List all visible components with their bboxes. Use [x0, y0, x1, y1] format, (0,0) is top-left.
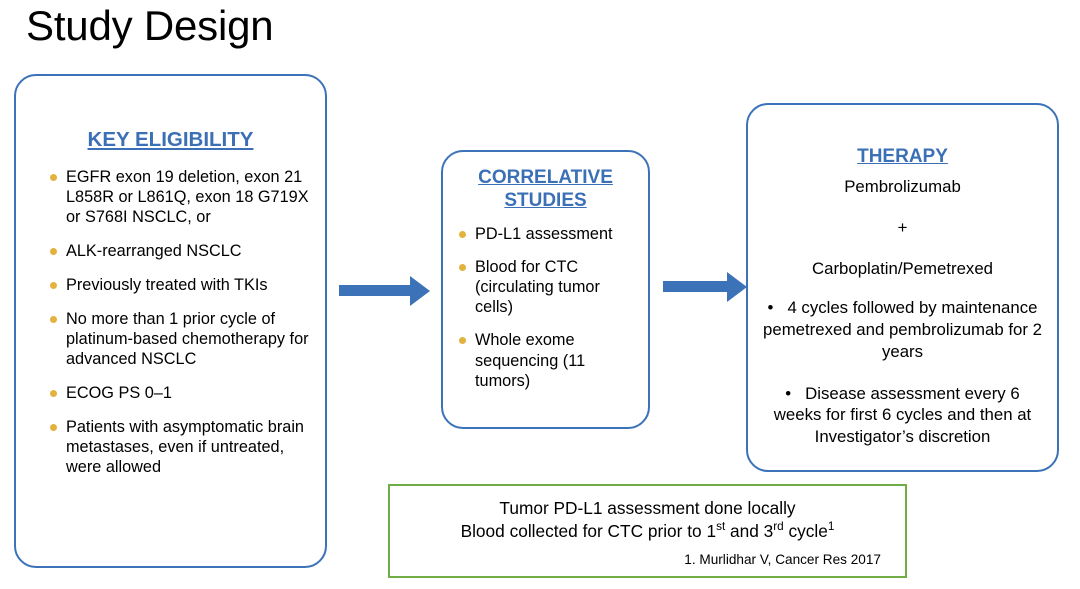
note-text-b: and 3 [725, 520, 774, 541]
therapy-heading: THERAPY [857, 146, 948, 167]
correlative-studies-heading: CORRELATIVE STUDIES [478, 167, 613, 212]
correlative-studies-list: PD-L1 assessment Blood for CTC (circulat… [443, 224, 648, 390]
therapy-detail-cycles-text: 4 cycles followed by maintenance pemetre… [763, 298, 1042, 361]
note-sup-c: 1 [827, 520, 835, 534]
list-item: No more than 1 prior cycle of platinum-b… [50, 309, 315, 369]
list-item: ECOG PS 0–1 [50, 383, 315, 403]
note-sup-b: rd [773, 520, 784, 534]
list-item: ALK-rearranged NSCLC [50, 241, 315, 261]
arrow-head [727, 271, 747, 302]
key-eligibility-list: EGFR exon 19 deletion, exon 21 L858R or … [16, 167, 325, 477]
note-box: Tumor PD-L1 assessment done locally Bloo… [388, 484, 907, 578]
therapy-detail-assessment: • Disease assessment every 6 weeks for f… [748, 383, 1057, 448]
list-item: Previously treated with TKIs [50, 275, 315, 295]
arrow-shaft [339, 285, 412, 296]
therapy-detail-cycles: • 4 cycles followed by maintenance pemet… [748, 297, 1057, 362]
bullet-marker: • [785, 383, 792, 403]
key-eligibility-box: KEY ELIGIBILITY EGFR exon 19 deletion, e… [14, 74, 327, 568]
list-item: Blood for CTC (circulating tumor cells) [459, 257, 642, 317]
therapy-plus-symbol: + [897, 218, 908, 238]
arrow-head [410, 275, 430, 306]
list-item: Whole exome sequencing (11 tumors) [459, 330, 642, 390]
key-eligibility-heading: KEY ELIGIBILITY [87, 128, 254, 151]
note-text-a: Blood collected for CTC prior to 1 [460, 520, 717, 541]
arrow-shaft [663, 281, 729, 292]
therapy-drug-primary: Pembrolizumab [844, 177, 961, 197]
list-item: Patients with asymptomatic brain metasta… [50, 417, 315, 477]
therapy-detail-assessment-text: Disease assessment every 6 weeks for fir… [773, 383, 1032, 447]
bullet-marker: • [767, 298, 774, 318]
note-text-c: cycle [783, 520, 828, 541]
page-title: Study Design [26, 2, 274, 49]
list-item: PD-L1 assessment [459, 224, 642, 244]
list-item: EGFR exon 19 deletion, exon 21 L858R or … [50, 167, 315, 227]
note-reference: 1. Murlidhar V, Cancer Res 2017 [684, 551, 881, 567]
note-line-secondary: Blood collected for CTC prior to 1st and… [390, 520, 905, 543]
note-sup-a: st [716, 520, 726, 534]
note-line-primary: Tumor PD-L1 assessment done locally [499, 498, 796, 518]
correlative-studies-box: CORRELATIVE STUDIES PD-L1 assessment Blo… [441, 150, 650, 429]
therapy-box: THERAPY Pembrolizumab + Carboplatin/Peme… [746, 103, 1059, 472]
therapy-drug-combination: Carboplatin/Pemetrexed [812, 259, 993, 279]
